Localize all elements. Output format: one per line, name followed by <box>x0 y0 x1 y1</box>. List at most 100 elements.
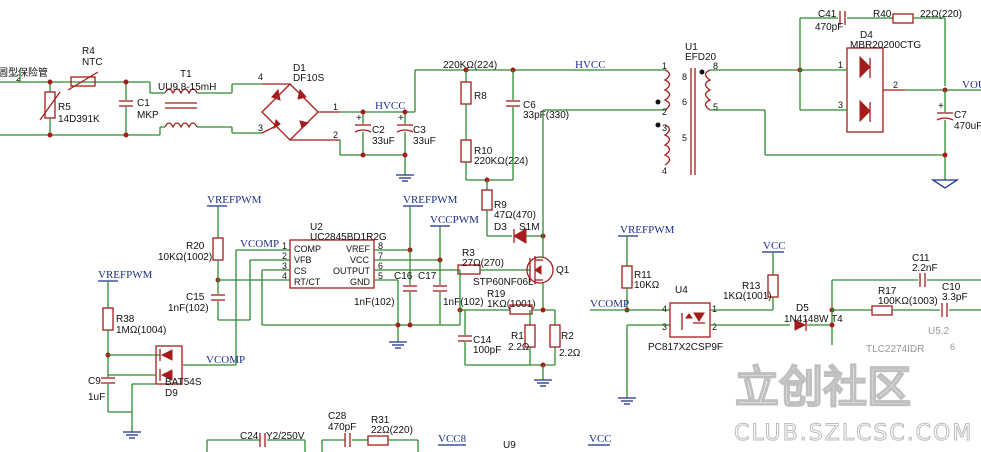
dual-diode-d4: D4 MBR20200CTG 1 3 2 <box>838 30 921 133</box>
resistor-r20: R20 10KΩ(1002) <box>158 237 224 270</box>
mosfet-q1: Q1 STP60NF06L <box>473 256 570 288</box>
c41-value: 470pF <box>815 22 843 33</box>
r19-ref: R19 <box>487 289 506 300</box>
u2-ref: U2 <box>310 222 323 233</box>
bottom-row: C24 Y2/250V C28 470pF R31 22Ω(220) VCC8 … <box>206 411 612 452</box>
c17-ref: C17 <box>418 271 437 282</box>
u1-pin-8: 8 <box>713 61 718 71</box>
net-vcc8: VCC8 <box>438 433 467 445</box>
c11-value: 2.2nF <box>912 263 938 274</box>
c41-ref: C41 <box>818 9 837 20</box>
r5-ref: R5 <box>58 102 71 113</box>
r10-value: 220KΩ(224) <box>474 156 528 167</box>
net-vout: VOU <box>962 79 981 91</box>
r17-value: 100KΩ(1003) <box>878 296 938 307</box>
net-vrefpwm-3: VREFPWM <box>98 269 153 281</box>
capacitor-c17: C17 1nF(102) <box>418 260 484 325</box>
c7-value: 470uF <box>954 121 981 132</box>
u2-pin-vref: VREF <box>346 244 371 254</box>
u4-value: PC817X2CSP9F <box>648 342 723 353</box>
r9-value: 47Ω(470) <box>494 210 536 221</box>
ground-symbol-3 <box>534 379 552 387</box>
d5-value: 1N4148W T4 <box>784 314 843 325</box>
svg-text:2: 2 <box>282 251 287 261</box>
capacitor-c15: C15 1nF(102) <box>168 292 225 320</box>
watermark-sub: CLUB.SZLCSC.COM <box>734 421 973 446</box>
d4-pin-2: 2 <box>893 80 898 90</box>
r13-value: 1KΩ(1001) <box>723 291 772 302</box>
r11-value: 10KΩ <box>634 280 660 291</box>
output-rectifier-section: C41 470pF R40 22Ω(220) D4 MBR20200CTG 1 … <box>797 9 981 189</box>
r40-ref: R40 <box>873 9 892 20</box>
t1-ref: T1 <box>180 69 192 80</box>
u2-value: UC2845BD1R2G <box>310 232 387 243</box>
r8-ref: R8 <box>474 91 487 102</box>
d1-value: DF10S <box>293 73 324 84</box>
net-vrefpwm-1: VREFPWM <box>207 194 262 206</box>
svg-text:2: 2 <box>712 322 717 332</box>
c2-value: 33uF <box>372 136 395 147</box>
c24-value: Y2/250V <box>266 431 305 442</box>
r31-ref: R31 <box>371 415 390 426</box>
c10-ref: C10 <box>942 282 961 293</box>
d1-pin-2: 2 <box>333 130 338 140</box>
schottky-d9: BAT54S D9 <box>155 345 202 399</box>
r11-ref: R11 <box>634 270 652 281</box>
resistor-r10: R10 220KΩ(224) <box>460 139 528 180</box>
c3-ref: C3 <box>413 125 426 136</box>
r2-ref: R2 <box>561 331 574 342</box>
u5-ref: U5.2 <box>928 326 950 337</box>
capacitor-c24: C24 Y2/250V <box>240 431 306 452</box>
u5-value: TLC2274IDR <box>866 344 924 355</box>
bridge-rectifier-d1: 4 1 3 2 D1 DF10S <box>258 63 340 141</box>
d4-pin-3: 3 <box>838 100 843 110</box>
r4-value: NTC <box>82 57 103 68</box>
c16-ref: C16 <box>394 271 413 282</box>
svg-text:8: 8 <box>378 241 383 251</box>
net-hvcc-1: HVCC <box>375 100 406 112</box>
c1-ref: C1 <box>137 98 150 109</box>
opamp-u5: U5.2 TLC2274IDR 6 <box>866 326 955 355</box>
pwm-controller-section: VREFPWM R20 10KΩ(1002) C15 1nF(102) VCOM… <box>158 194 581 387</box>
c16-value: 1nF(102) <box>354 297 395 308</box>
c15-ref: C15 <box>186 292 205 303</box>
transformer-u1: U1 EFD20 1 2 3 4 8 8 6 5 5 <box>655 42 945 176</box>
capacitor-c2: + C2 33uF <box>354 109 395 158</box>
choke-t1: T1 UU9.8-15mH <box>149 69 262 135</box>
r2-value: 2.2Ω <box>559 348 581 359</box>
svg-text:5: 5 <box>378 271 383 281</box>
d4-value: MBR20200CTG <box>850 40 921 51</box>
c28-value: 470pF <box>328 422 356 433</box>
svg-text:4: 4 <box>282 271 287 281</box>
c9-value: 1uF <box>88 392 105 403</box>
ground-symbol-4 <box>123 431 141 439</box>
u2-pin-vcc: VCC <box>350 255 370 265</box>
capacitor-c9: C9 1uF <box>88 376 115 412</box>
d4-ref: D4 <box>860 30 873 41</box>
r4-ref: R4 <box>82 46 95 57</box>
u1-pin-5b: 5 <box>713 102 718 112</box>
capacitor-c28: C28 470pF <box>328 411 368 447</box>
resistor-r17: R17 100KΩ(1003) <box>832 286 940 316</box>
c6-value: 33pF(330) <box>523 110 569 121</box>
r-top-value: 220KΩ(224) <box>443 60 497 71</box>
resistor-r31: R31 22Ω(220) <box>367 415 419 452</box>
r17-ref: R17 <box>878 286 897 297</box>
ntc-resistor-r4: R4 NTC <box>67 46 103 91</box>
resistor-r40: R40 22Ω(220) <box>873 9 962 24</box>
r40-value: 22Ω(220) <box>920 9 962 20</box>
c28-ref: C28 <box>328 411 347 422</box>
c3-value: 33uF <box>413 136 436 147</box>
watermark-main: 立创社区 <box>735 362 911 413</box>
net-vcomp-1: VCOMP <box>240 238 279 250</box>
u4-ref: U4 <box>675 285 688 296</box>
ic-u2: U2 UC2845BD1R2G COMP VFB CS RT/CT VREF V… <box>282 222 387 289</box>
watermark: 立创社区 CLUB.SZLCSC.COM <box>734 361 973 446</box>
d1-ref: D1 <box>293 63 306 74</box>
r38-ref: R38 <box>116 314 135 325</box>
capacitor-c7: + C7 470uF <box>936 90 981 180</box>
svg-text:1: 1 <box>712 304 717 314</box>
r20-ref: R20 <box>186 241 205 252</box>
d3-value: S1M <box>519 222 540 233</box>
